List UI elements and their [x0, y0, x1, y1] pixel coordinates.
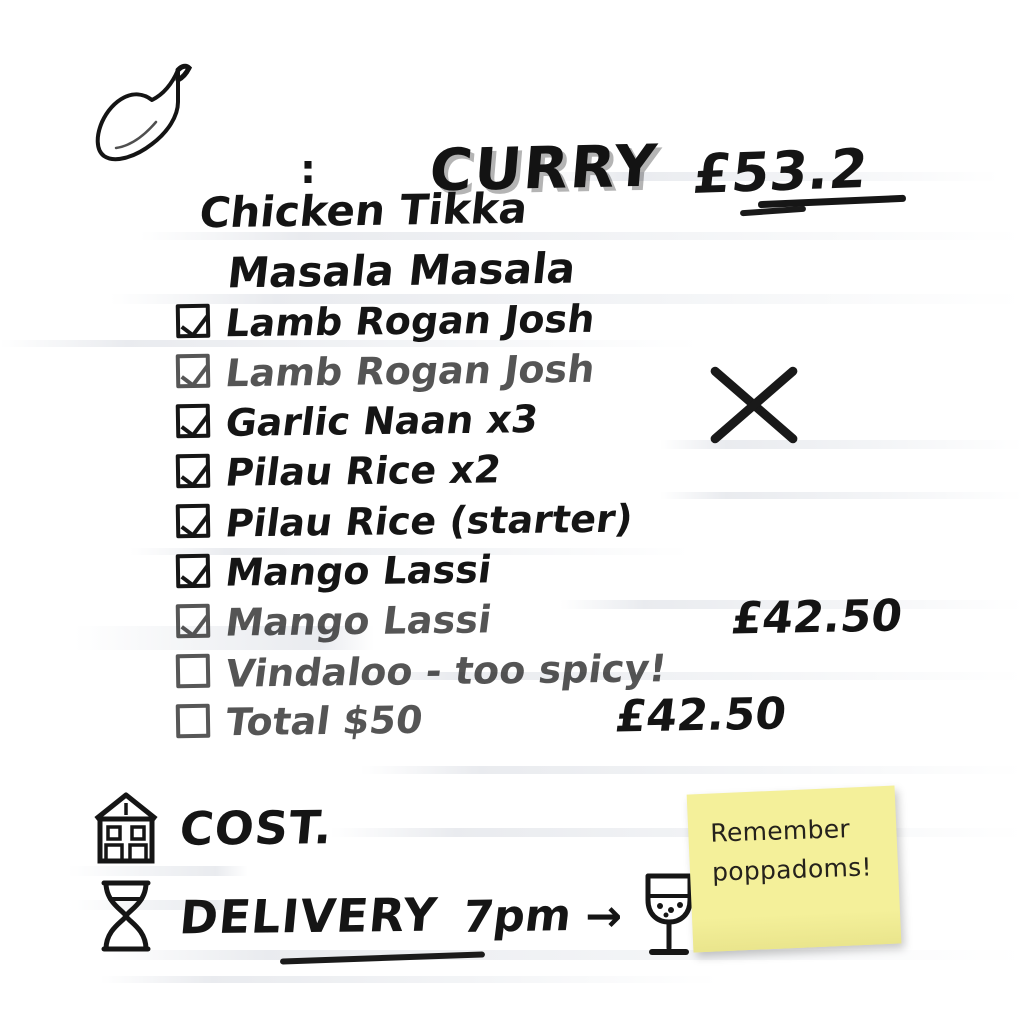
list-item[interactable]: Pilau Rice x2 [175, 446, 976, 496]
note-header: : CURRY CURRY £53.2 [78, 58, 958, 217]
list-item[interactable]: Garlic Naan x3 [175, 396, 976, 446]
item-checkbox[interactable] [175, 653, 211, 689]
delivery-row: DELIVERY 7pm → [90, 872, 970, 965]
list-item[interactable]: Vindaloo - too spicy! [175, 646, 976, 696]
item-checkbox[interactable] [175, 603, 211, 639]
headline-price: £53.2 [690, 136, 872, 207]
item-label: Mango Lassi [222, 597, 495, 645]
arrow-right-icon: → [585, 890, 623, 942]
scan-band [100, 976, 720, 983]
item-label: Lamb Rogan Josh [222, 346, 598, 396]
item-label: Lamb Rogan Josh [222, 296, 598, 346]
list-item[interactable]: Mango Lassi £42.50 [175, 591, 976, 646]
item-label: Mango Lassi [222, 547, 495, 595]
list-item[interactable]: Total $50 £42.50 [175, 689, 976, 746]
item-checkbox[interactable] [175, 553, 211, 589]
delivery-time: 7pm [460, 889, 575, 943]
item-price: £42.50 [728, 590, 906, 645]
sticky-note-line-2: poppadoms! [711, 852, 873, 887]
sticky-note[interactable]: Remember poppadoms! [686, 785, 902, 953]
cost-label: COST. [177, 800, 336, 856]
item-checkbox[interactable] [175, 403, 211, 439]
delivery-underline [279, 951, 486, 965]
headline-price-strikethrough-secondary [739, 205, 807, 217]
item-checkbox[interactable] [175, 303, 211, 339]
item-checkbox[interactable] [175, 453, 211, 489]
hourglass-icon [101, 880, 151, 952]
item-checkbox[interactable] [175, 353, 211, 389]
x-mark-icon [700, 355, 808, 455]
cost-row: COST. [90, 784, 970, 872]
chili-pepper-icon [95, 63, 193, 162]
wine-glass-icon [645, 873, 693, 955]
list-item[interactable]: Mango Lassi [175, 546, 976, 596]
list-item[interactable]: Pilau Rice (starter) [175, 496, 976, 546]
header-colon: : [300, 147, 316, 193]
order-total-price: £42.50 [612, 688, 790, 743]
item-label: Pilau Rice x2 [222, 447, 504, 495]
note-footer: COST. DELIVERY 7pm → [90, 784, 970, 965]
scan-band [360, 766, 1024, 774]
delivery-label: DELIVERY [177, 887, 440, 945]
item-checkbox[interactable] [175, 503, 211, 539]
item-label: Garlic Naan x3 [222, 397, 541, 445]
sticky-note-line-1: Remember [709, 814, 851, 848]
house-icon [94, 792, 158, 864]
list-item[interactable]: Lamb Rogan Josh [175, 346, 976, 396]
dish-subhead-1: Chicken Tikka [197, 183, 531, 238]
item-label: Total $50 [223, 697, 426, 745]
item-label: Pilau Rice (starter) [222, 496, 636, 546]
list-item[interactable]: Lamb Rogan Josh [175, 296, 976, 346]
item-checkbox[interactable] [175, 703, 211, 739]
dish-subhead-2: Masala Masala [225, 243, 579, 298]
order-item-list: Lamb Rogan Josh Lamb Rogan Josh Garlic N… [175, 296, 976, 746]
item-label: Vindaloo - too spicy! [222, 646, 670, 696]
